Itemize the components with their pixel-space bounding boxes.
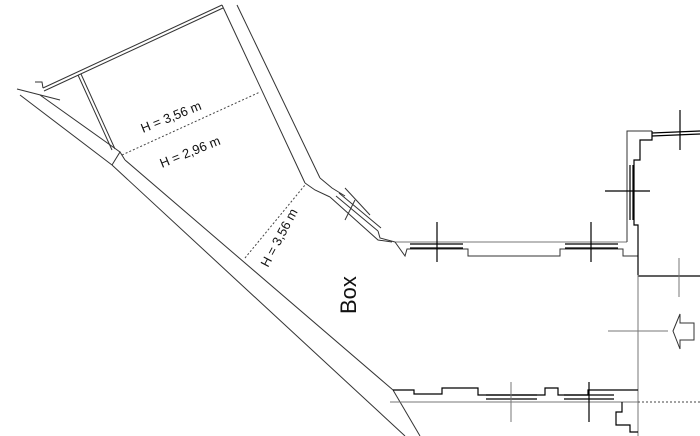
corner-walls-left bbox=[16, 81, 121, 166]
height-label-lower: H = 3,56 m bbox=[257, 206, 300, 270]
right-structure bbox=[605, 110, 700, 436]
bottom-wall bbox=[390, 382, 700, 433]
diagonal-wall bbox=[111, 151, 421, 436]
height-label-middle: H = 2,96 m bbox=[158, 133, 223, 171]
entrance-arrow-icon bbox=[672, 313, 695, 350]
room-label-box: Box bbox=[336, 276, 361, 314]
height-label-upper: H = 3,56 m bbox=[139, 98, 204, 136]
right-sloped-wall bbox=[221, 4, 396, 243]
top-window-wall bbox=[42, 4, 224, 151]
height-boundary-1 bbox=[121, 91, 261, 156]
top-horizontal-wall bbox=[394, 222, 638, 262]
